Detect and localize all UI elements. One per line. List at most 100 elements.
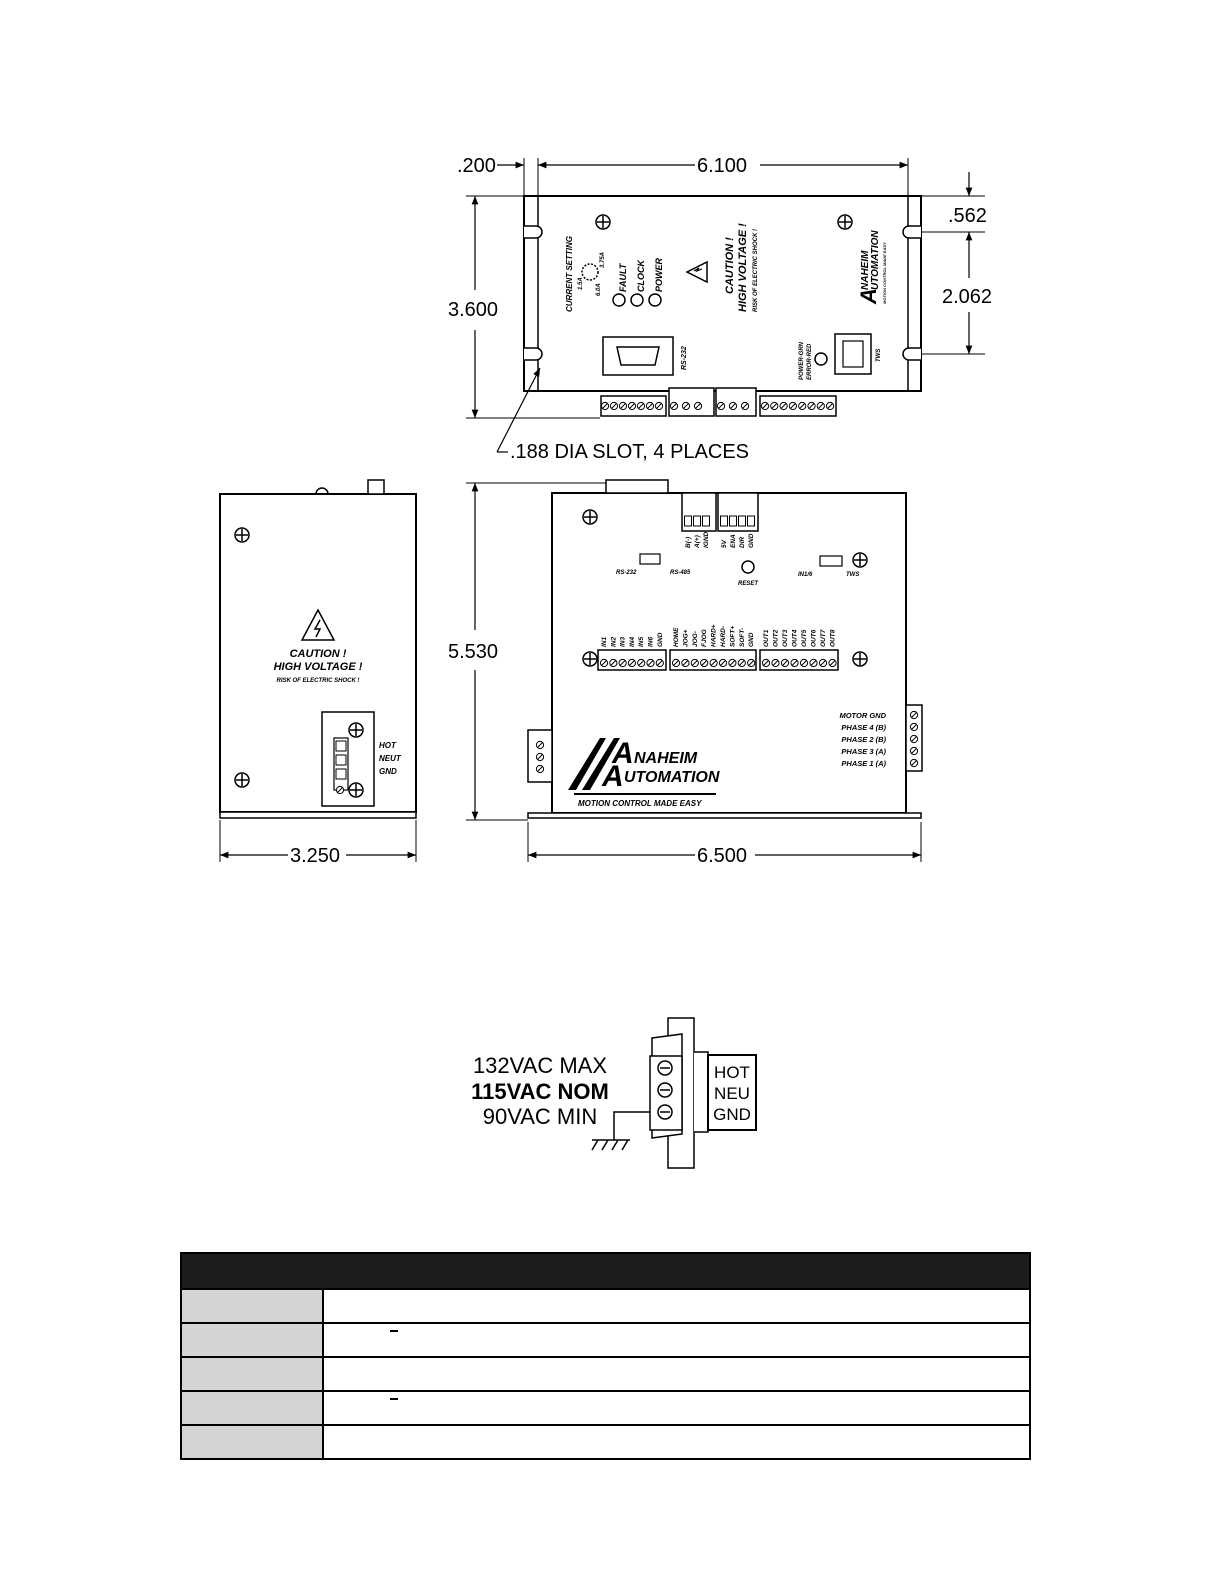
terminal-screw-icon [728,401,738,411]
led-label-clock: CLOCK [636,259,646,292]
caution-line-3: RISK OF ELECTRIC SHOCK ! [753,229,759,312]
spec-value [322,1288,1031,1324]
io-pin-label: OUT6 [811,629,818,647]
logo-line-1: NAHEIM [860,250,871,290]
table-row [180,1356,1031,1392]
logo-line-2: UTOMATION [870,230,881,290]
top-view-dimensions: .200 6.100 3.600 .562 2.062 .188 DIA SLO… [448,155,992,463]
screw-icon [582,651,598,667]
svg-text:A: A [856,288,881,305]
current-min-label: 1.5A [578,277,584,290]
tolerance-tick [390,1398,398,1400]
terminal-screw-icon [780,658,790,668]
dim-slot-spacing: 2.062 [942,286,992,308]
front-logo-tagline: MOTION CONTROL MADE EASY [578,799,702,808]
side-terminal-hot: HOT [379,741,397,750]
io-pin-label: IN1 [601,637,608,648]
current-max-label: 3.75A [600,252,606,268]
terminal-screw-icon [693,401,703,411]
dim-side-width: 3.250 [290,845,340,867]
pin-socket [720,515,728,527]
comm-pin-label: GND [748,533,755,548]
screw-icon [852,552,868,568]
terminal-screw-icon [828,658,837,668]
motor-terminal-label: PHASE 4 (B) [841,723,886,732]
comm-pin-label: ENA [730,534,737,548]
dim-height: 3.600 [448,299,498,321]
terminal-screw-icon [618,401,628,411]
logo-tagline: MOTION CONTROL MADE EASY [882,242,887,304]
terminal-screw-icon [799,658,809,668]
front-power-connector[interactable] [527,729,553,783]
terminal-screw-icon [909,734,919,744]
io-pin-label: IN6 [648,637,655,648]
comm-pin-label: IGND [703,531,710,548]
io-pin-label: OUT7 [820,629,827,647]
current-dial-icon[interactable] [581,263,599,281]
side-caution-line-1: CAUTION ! [290,648,347,660]
jumper-right[interactable] [819,555,843,567]
terminal-screw-icon [788,401,797,411]
rs232-label: RS-232 [681,346,688,370]
motor-terminal-label: MOTOR GND [839,711,886,720]
terminal-screw-icon [700,658,709,668]
terminal-screw-icon [609,401,619,411]
io-pin-label: HARD+ [711,624,718,647]
terminal-screw-icon [798,401,807,411]
reset-button[interactable] [741,560,755,574]
terminal-screw-icon [826,401,835,411]
table-row [180,1424,1031,1460]
terminal-screw-icon [654,401,664,411]
io-pin-label: OUT2 [773,629,780,647]
power-led-label-2: ERROR-RED [807,343,813,380]
mounting-slot [902,225,921,239]
ground-symbol-icon [591,1139,630,1151]
tws-jack[interactable] [834,333,872,375]
mounting-slot [524,347,543,361]
comm-pin-label: B(-) [685,537,692,548]
terminal-screw-icon [709,658,718,668]
pin-socket [702,515,710,527]
output-terminal-block[interactable] [759,649,839,671]
terminal-screw-icon [771,658,780,668]
io-pin-label: JOG+ [682,629,689,647]
jumper-left[interactable] [639,553,661,565]
pin-socket [693,515,701,527]
clock-led-icon [630,293,644,307]
terminal-screw-icon [909,758,919,768]
terminal-screw-icon [645,401,655,411]
side-view: CAUTION ! HIGH VOLTAGE ! RISK OF ELECTRI… [219,479,417,867]
caution-line-2: HIGH VOLTAGE ! [737,223,749,312]
terminal-screw-icon [728,658,737,668]
spec-key [180,1424,324,1460]
terminal-screw-icon [816,401,825,411]
pin-socket [738,515,746,527]
terminal-screw-icon [770,401,779,411]
caution-line-1: CAUTION ! [724,237,736,294]
current-low-label: 6.0A [596,283,602,296]
screw-icon [348,722,364,738]
terminal-screw-icon [535,752,545,762]
motor-terminal-label: PHASE 3 (A) [841,747,886,756]
terminal-screw-icon [618,658,627,668]
io-pin-label: SOFT- [739,628,746,647]
io-pin-label: HARD- [720,626,727,647]
pin-socket [729,515,737,527]
side-terminal-gnd: GND [379,767,397,776]
mounting-slot [902,347,921,361]
side-caution-line-3: RISK OF ELECTRIC SHOCK ! [276,678,359,684]
terminal-screw-icon [807,401,816,411]
terminal-screw-icon [737,658,746,668]
terminal-screw-icon [909,746,919,756]
terminal-screw-icon [790,658,799,668]
io-pin-label: GND [748,632,755,647]
dim-width: 6.100 [697,155,747,177]
io-pin-label: IN2 [610,637,617,648]
io-pin-label: SOFT+ [729,626,736,647]
front-logo-line-1: NAHEIM [634,750,698,767]
terminal-screw-icon [600,401,610,411]
side-caution-line-2: HIGH VOLTAGE ! [274,661,363,673]
led-label-power: POWER [654,257,664,292]
comm-pin-label: 5V [721,539,728,548]
io-pin-label: OUT8 [830,629,837,647]
